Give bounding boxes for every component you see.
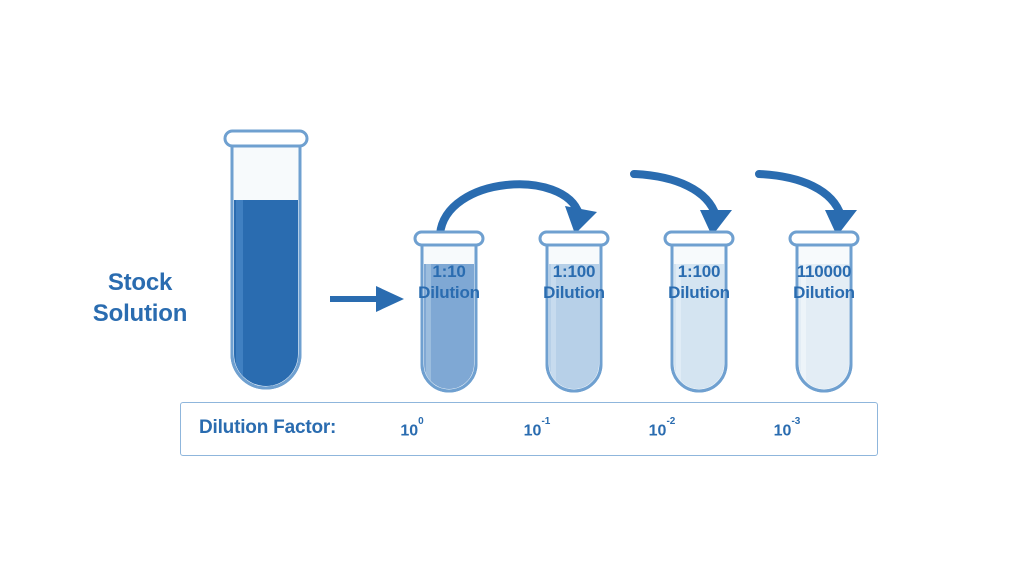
dilution-tube-4-liquid bbox=[799, 264, 849, 389]
dilution-tube-3 bbox=[661, 228, 737, 396]
dilution-step-arrow-3 bbox=[751, 160, 863, 240]
stock-solution-tube bbox=[220, 126, 312, 394]
dilution-factor-value-4: 10-3 bbox=[727, 416, 847, 440]
dilution-factor-value-1: 100 bbox=[352, 416, 472, 440]
dilution-factor-value-2: 10-1 bbox=[477, 416, 597, 440]
dilution-tube-4 bbox=[786, 228, 862, 396]
dilution-factor-exponent-1: 0 bbox=[418, 415, 424, 427]
dilution-step-arrow-2 bbox=[626, 160, 738, 240]
dilution-factor-base-2: 10 bbox=[523, 422, 542, 440]
dilution-factor-exponent-3: -2 bbox=[666, 415, 676, 427]
dilution-factor-base-4: 10 bbox=[773, 422, 792, 440]
dilution-tube-3-liquid bbox=[674, 264, 724, 389]
dilution-factor-exponent-2: -1 bbox=[541, 415, 551, 427]
dilution-tube-2 bbox=[536, 228, 612, 396]
stock-label-line-1: Stock bbox=[107, 269, 173, 296]
dilution-tube-2-liquid bbox=[549, 264, 599, 389]
stock-transfer-arrow bbox=[328, 282, 406, 316]
dilution-tube-1 bbox=[411, 228, 487, 396]
stock-liquid bbox=[234, 200, 298, 386]
dilution-tube-1-liquid bbox=[424, 264, 474, 389]
stock-label-line-2: Solution bbox=[92, 299, 188, 327]
dilution-factor-exponent-4: -3 bbox=[791, 415, 801, 427]
dilution-factor-title: Dilution Factor: bbox=[199, 417, 337, 438]
dilution-factor-base-1: 10 bbox=[400, 422, 419, 440]
dilution-factor-base-3: 10 bbox=[648, 422, 667, 440]
dilution-factor-value-3: 10-2 bbox=[602, 416, 722, 440]
dilution-step-arrow-1 bbox=[434, 162, 604, 240]
stock-solution-label: Stock Solution bbox=[60, 268, 220, 329]
dilution-factor-panel: Dilution Factor: 100 10-1 10-2 10-3 bbox=[180, 402, 878, 456]
